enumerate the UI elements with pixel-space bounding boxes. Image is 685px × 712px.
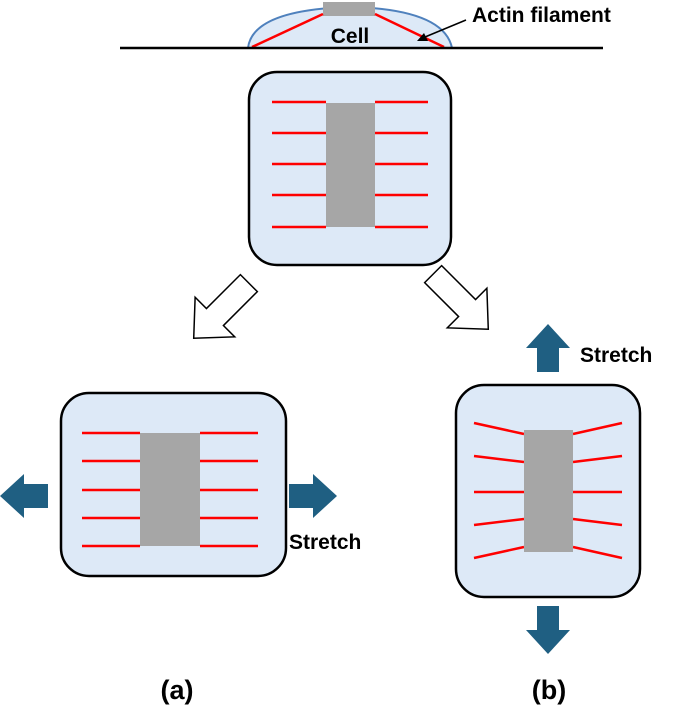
stretch-label-b: Stretch: [580, 344, 652, 367]
side-actin-left: [251, 12, 324, 49]
filaments-right: [572, 421, 623, 560]
actin-filament: [473, 545, 525, 560]
stretch-arrow-up-icon: [526, 324, 570, 372]
filaments-left: [473, 421, 525, 560]
panel-a-label: (a): [161, 675, 194, 705]
hollow-arrow-right-icon: [423, 264, 490, 331]
panel-b: Stretch (b): [454, 324, 652, 705]
actin-filament-label: Actin filament: [472, 4, 611, 27]
actin-pointer-line: [424, 19, 467, 38]
actin-filament: [473, 421, 525, 436]
filaments-left: [272, 100, 326, 229]
nucleus: [524, 430, 573, 552]
side-view: Cell Actin filament: [120, 2, 611, 50]
filaments-right: [200, 431, 258, 548]
side-actin-right: [374, 12, 445, 49]
hollow-arrow-left-icon: [192, 273, 259, 340]
stretch-arrow-down-icon: [526, 606, 570, 654]
nucleus: [326, 103, 375, 227]
panel-b-label: (b): [532, 675, 566, 705]
actin-filament: [572, 421, 623, 436]
cell-top-view: [247, 70, 453, 267]
nucleus: [140, 433, 200, 546]
actin-filament: [572, 545, 623, 560]
stretch-arrow-left-icon: [0, 474, 48, 518]
side-view-nucleus: [323, 2, 375, 16]
filaments-right: [375, 100, 428, 229]
cell-label: Cell: [331, 25, 370, 48]
stretch-label-a: Stretch: [289, 531, 361, 554]
actin-filament: [572, 454, 623, 464]
actin-filament: [572, 517, 623, 527]
actin-filament: [473, 454, 525, 464]
panel-a: Stretch (a): [0, 391, 361, 705]
filaments-left: [82, 431, 140, 548]
actin-pointer-head: [417, 33, 428, 41]
stretch-arrow-right-icon: [289, 474, 337, 518]
actin-filament: [473, 517, 525, 527]
